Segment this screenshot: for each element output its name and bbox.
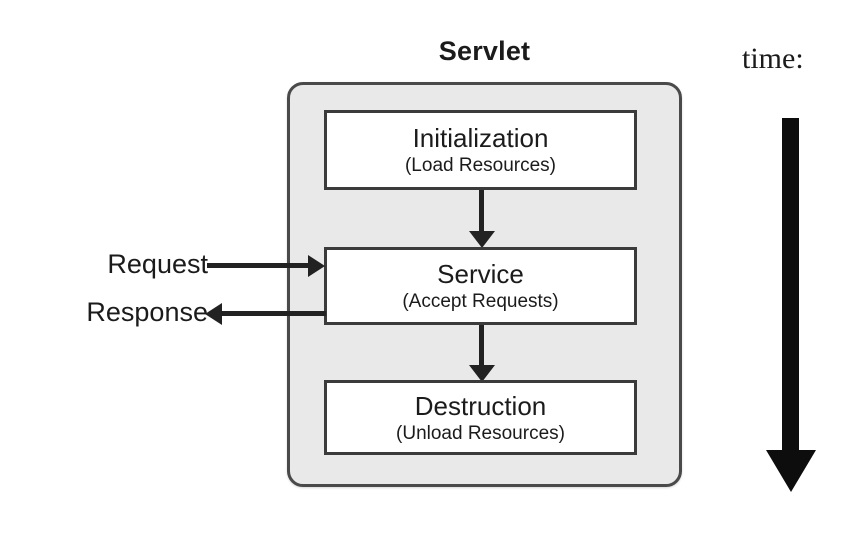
stage-box-destruction: Destruction (Unload Resources) — [324, 380, 637, 455]
arrow-initialization-to-service-head — [469, 231, 495, 248]
stage-title-destruction: Destruction — [414, 390, 547, 421]
time-arrow-head-icon — [766, 450, 816, 492]
request-arrow-shaft — [207, 263, 311, 268]
response-arrow-shaft — [222, 311, 326, 316]
stage-detail-initialization: (Load Resources) — [404, 155, 557, 176]
request-label: Request — [107, 249, 208, 279]
time-axis-label: time: — [742, 42, 804, 75]
arrow-service-to-destruction-shaft — [479, 325, 484, 366]
page-title: Servlet — [438, 36, 531, 66]
arrow-initialization-to-service-shaft — [479, 190, 484, 233]
stage-box-initialization: Initialization (Load Resources) — [324, 110, 637, 190]
request-arrow-head-icon — [308, 255, 325, 277]
stage-detail-destruction: (Unload Resources) — [396, 422, 565, 444]
arrow-service-to-destruction-head — [469, 365, 495, 382]
stage-detail-service: (Accept Requests) — [402, 291, 559, 312]
response-arrow-head-icon — [205, 303, 222, 325]
time-arrow-shaft — [782, 118, 799, 453]
response-label: Response — [86, 297, 208, 327]
stage-title-initialization: Initialization — [412, 123, 549, 153]
stage-box-service: Service (Accept Requests) — [324, 247, 637, 325]
stage-title-service: Service — [437, 259, 524, 289]
